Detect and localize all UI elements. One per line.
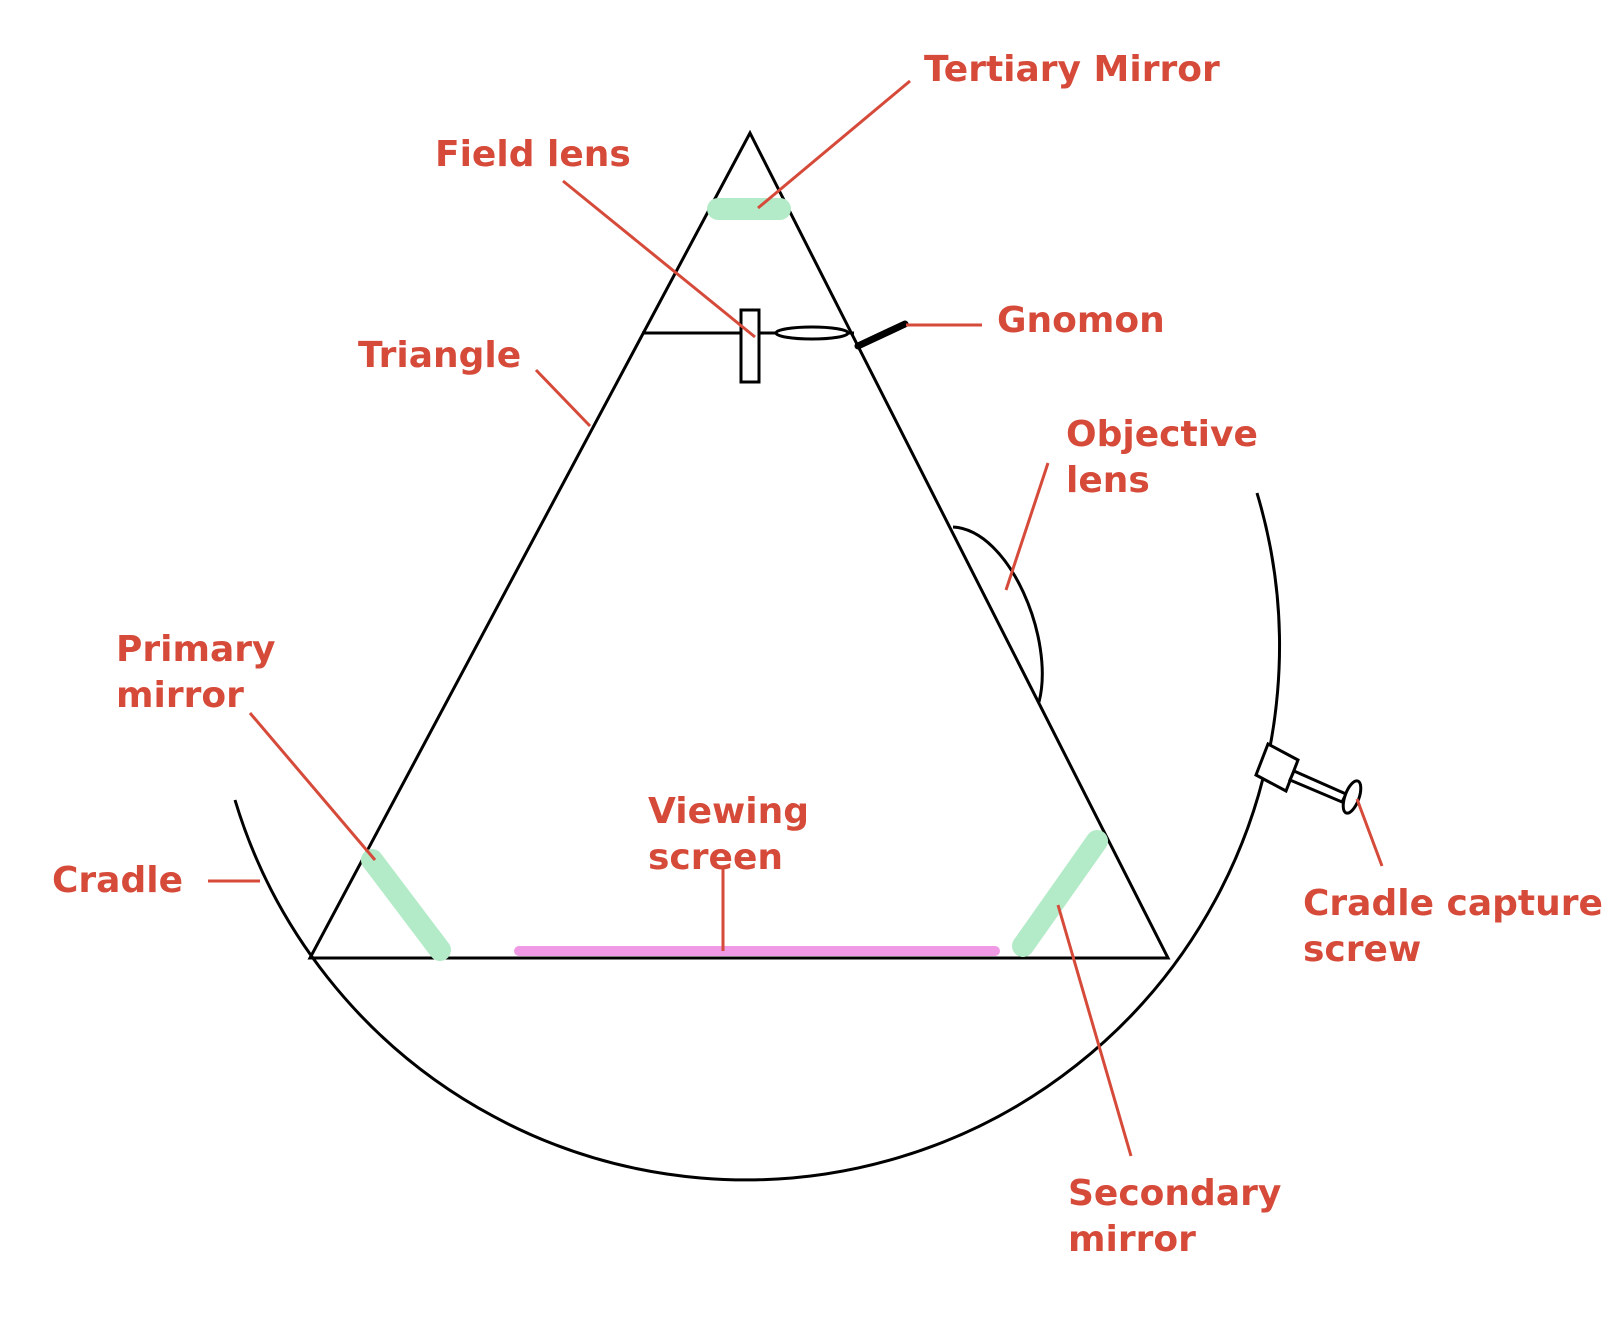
label-objective-lens-line2: lens bbox=[1066, 460, 1150, 501]
leader-lines bbox=[208, 79, 1384, 1157]
label-viewing-screen-line2: screen bbox=[648, 837, 783, 878]
leader-secondary-mirror bbox=[1056, 904, 1133, 1157]
label-gnomon: Gnomon bbox=[997, 300, 1165, 341]
label-field-lens: Field lens bbox=[435, 134, 631, 175]
label-cradle-capture-screw-line2: screw bbox=[1303, 929, 1421, 970]
label-objective-lens-line1: Objective bbox=[1066, 414, 1258, 455]
leader-objective-lens bbox=[1004, 462, 1050, 591]
label-cradle-capture-screw-line1: Cradle capture bbox=[1303, 883, 1603, 924]
primary-mirror-shape bbox=[361, 849, 451, 961]
label-secondary-mirror-line2: mirror bbox=[1068, 1219, 1196, 1260]
label-tertiary-mirror: Tertiary Mirror bbox=[924, 49, 1220, 90]
leader-tertiary-mirror bbox=[757, 79, 911, 210]
gnomon-rod bbox=[854, 320, 909, 350]
secondary-mirror-shape bbox=[1012, 830, 1108, 957]
triangle-frame bbox=[307, 129, 1171, 960]
leader-primary-mirror bbox=[248, 712, 377, 861]
label-secondary-mirror-line1: Secondary bbox=[1068, 1173, 1281, 1214]
objective-lens-shape bbox=[952, 525, 1044, 703]
label-primary-mirror-line1: Primary bbox=[116, 629, 276, 670]
label-viewing-screen-line1: Viewing bbox=[648, 791, 809, 832]
label-cradle: Cradle bbox=[52, 860, 183, 901]
leader-triangle bbox=[534, 368, 592, 428]
leader-cradle-capture-screw bbox=[1355, 798, 1384, 867]
cradle-capture-screw bbox=[1254, 741, 1363, 815]
label-primary-mirror-line2: mirror bbox=[116, 675, 244, 716]
field-lens-shape bbox=[739, 308, 761, 384]
leader-field-lens bbox=[562, 179, 756, 339]
label-triangle: Triangle bbox=[358, 335, 521, 376]
crossbar-lens bbox=[774, 325, 850, 341]
